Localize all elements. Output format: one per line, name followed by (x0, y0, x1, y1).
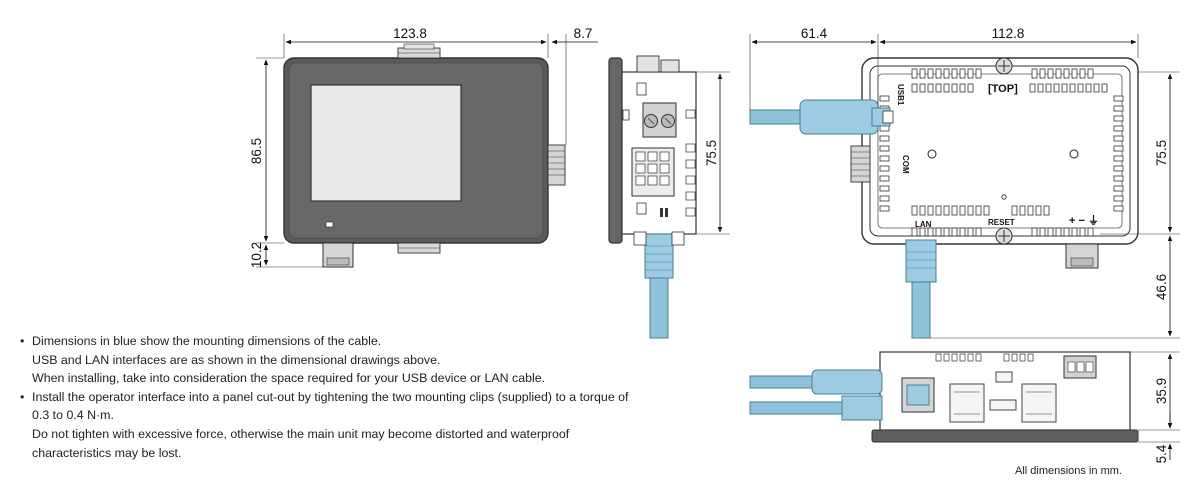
dim-front-bracket: 10.2 (249, 242, 264, 268)
installation-notes: • Dimensions in blue show the mounting d… (20, 332, 740, 462)
dim-side-height: 75.5 (704, 140, 719, 166)
rear-usb-port (882, 110, 894, 124)
note-cable-dimensions: • Dimensions in blue show the mounting d… (20, 332, 740, 388)
reset-label: RESET (988, 218, 1015, 227)
status-led (325, 221, 334, 228)
rear-vents-top (911, 68, 1094, 79)
rear-power-connector (1065, 243, 1099, 269)
note-line: When installing, take into consideration… (32, 371, 546, 386)
bullet-icon: • (20, 389, 25, 404)
note-line: Dimensions in blue show the mounting dim… (32, 334, 382, 348)
bullet-icon: • (20, 334, 25, 348)
rear-lan-cable (905, 239, 937, 339)
bottom-view: 35.9 5.4 (749, 351, 1180, 463)
dim-front-depth: 8.7 (574, 26, 593, 41)
dim-rear-height: 75.5 (1154, 140, 1169, 166)
dim-rear-cable-down: 46.6 (1154, 274, 1169, 300)
dim-front-width: 123.8 (393, 26, 427, 41)
top-marker: [TOP] (988, 83, 1018, 95)
note-line: Do not tighten with excessive force, oth… (32, 426, 570, 441)
side-lan-cable (644, 233, 674, 339)
note-line: characteristics may be lost. (32, 445, 182, 460)
rear-hole-right (1069, 149, 1079, 159)
dim-rear-width: 112.8 (992, 26, 1025, 41)
note-line: USB and LAN interfaces are as shown in t… (32, 352, 441, 367)
front-view: 123.8 8.7 86.5 10.2 (249, 26, 598, 268)
side-power-terminal (642, 102, 677, 138)
rear-com-connector (850, 145, 871, 183)
side-grid-connector (631, 147, 675, 197)
dim-front-height: 86.5 (249, 138, 264, 164)
dim-bottom-height: 35.9 (1154, 378, 1169, 404)
bottom-terminal (1063, 355, 1097, 379)
units-footnote: All dimensions in mm. (1015, 465, 1122, 477)
dim-rear-cable: 61.4 (801, 26, 828, 41)
dim-bottom-flange: 5.4 (1154, 444, 1169, 463)
front-side-connector (547, 144, 566, 186)
note-mounting-clips: • Install the operator interface into a … (20, 388, 740, 462)
com-label: COM (901, 155, 910, 174)
rear-screw-top (995, 57, 1013, 75)
rear-hole-left (927, 149, 937, 159)
front-screen (310, 84, 462, 202)
usb1-label: USB1 (896, 84, 905, 106)
bottom-usb-cable (749, 369, 883, 395)
power-terminal-label: + − ⏚ (1069, 214, 1099, 227)
side-view: 75.5 (608, 55, 730, 339)
rear-view: [TOP] USB1 COM LAN RESET + − ⏚ (749, 26, 1180, 339)
lan-label: LAN (915, 220, 932, 229)
rear-usb-cable (749, 99, 891, 135)
note-line: 0.3 to 0.4 N·m. (32, 408, 114, 423)
note-line: Install the operator interface into a pa… (32, 389, 629, 404)
rear-screw-bottom (995, 227, 1013, 245)
bottom-lan-port (901, 377, 935, 413)
bottom-lan-cable (749, 395, 883, 421)
